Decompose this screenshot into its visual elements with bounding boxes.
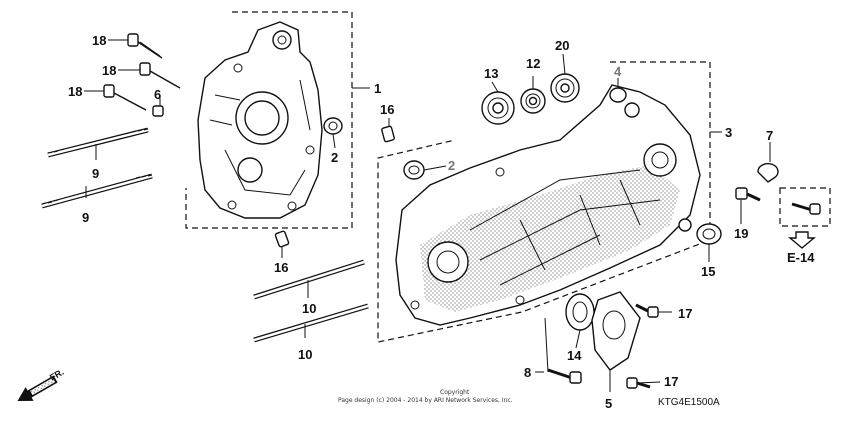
- callout-10-upper: 10: [302, 301, 316, 316]
- callout-18-lower: 18: [68, 84, 82, 99]
- front-direction-label: FR.: [48, 367, 66, 383]
- left-case-bolt-hole: [233, 63, 243, 73]
- stud-bolt-9-lower[interactable]: [41, 173, 153, 209]
- right-case-webbing: [469, 169, 661, 286]
- callout-7: 7: [766, 128, 773, 143]
- callout-18-middle: 18: [102, 63, 116, 78]
- collar-part-2-upper[interactable]: [323, 117, 343, 135]
- callout-19: 19: [734, 226, 748, 241]
- callout-2-lower: 2: [448, 158, 455, 173]
- collar-part-2-lower[interactable]: [403, 160, 425, 180]
- stud-bolt-10-upper[interactable]: [253, 259, 365, 300]
- callout-14: 14: [567, 348, 582, 363]
- callout-20: 20: [555, 38, 569, 53]
- left-crankcase-group: [185, 11, 353, 229]
- collar-part-4[interactable]: [609, 87, 627, 103]
- left-case-bolt-hole: [227, 200, 237, 210]
- bolt-18-top[interactable]: [127, 33, 163, 59]
- left-case-boss-inner: [277, 35, 287, 45]
- right-case-bolt-hole: [515, 295, 525, 305]
- collar-part-6[interactable]: [152, 105, 164, 117]
- bearing-12[interactable]: [520, 88, 546, 114]
- callout-17-upper: 17: [678, 306, 692, 321]
- left-case-dashed-outline: [185, 11, 353, 229]
- callout-4: 4: [614, 64, 622, 79]
- callout-9-upper: 9: [92, 166, 99, 181]
- stud-bolt-10-lower[interactable]: [253, 303, 369, 343]
- callout-17-lower: 17: [664, 374, 678, 389]
- right-case-crank-bore: [427, 241, 469, 283]
- stud-bolt-9-upper[interactable]: [47, 127, 149, 158]
- bolt-8[interactable]: [547, 368, 582, 384]
- leader-lines: [84, 39, 771, 392]
- callout-13: 13: [484, 66, 498, 81]
- right-case-pulley-inner: [651, 151, 669, 169]
- right-case-bolt-hole: [410, 300, 420, 310]
- right-case-boss-right: [678, 218, 692, 232]
- right-case-bolt-hole: [495, 167, 505, 177]
- reference-box: [779, 187, 831, 227]
- oil-seal-15[interactable]: [696, 223, 722, 245]
- callout-2-upper: 2: [331, 150, 338, 165]
- bolt-19[interactable]: [735, 187, 761, 202]
- copyright-line-2: Page design (c) 2004 - 2014 by ARI Netwo…: [338, 397, 513, 404]
- left-case-bearing-inner: [244, 100, 280, 136]
- callout-10-lower: 10: [298, 347, 312, 362]
- callout-16-upper: 16: [380, 102, 394, 117]
- left-case-boss: [272, 30, 292, 50]
- callout-18-top: 18: [92, 33, 106, 48]
- bearing-13[interactable]: [481, 91, 515, 125]
- bolt-18-lower[interactable]: [103, 84, 147, 111]
- right-case-crank-inner: [436, 250, 460, 274]
- reference-label: E-14: [787, 250, 815, 265]
- callout-6: 6: [154, 87, 161, 102]
- reference-arrow-icon: [788, 231, 816, 249]
- bolt-in-reference-box: [791, 202, 821, 215]
- callout-1: 1: [374, 81, 381, 96]
- left-case-rib: [209, 79, 311, 196]
- left-case-bolt-hole: [305, 145, 315, 155]
- oil-seal-14[interactable]: [565, 293, 595, 331]
- copyright-line-1: Copyright: [440, 389, 470, 396]
- dowel-pin-16-upper[interactable]: [381, 125, 395, 143]
- right-case-stipple: [420, 165, 680, 312]
- right-crankcase-group: [377, 61, 711, 343]
- clip-part-7[interactable]: [757, 162, 779, 183]
- callout-12: 12: [526, 56, 540, 71]
- right-case-dashed-outline: [377, 61, 711, 343]
- callout-3: 3: [725, 125, 732, 140]
- bolt-17-upper[interactable]: [635, 303, 659, 318]
- diagram-code: KTG4E1500A: [658, 397, 720, 408]
- bolt-18-middle[interactable]: [139, 62, 181, 89]
- cover-plate-5[interactable]: [591, 291, 641, 371]
- callout-5: 5: [605, 396, 612, 411]
- dowel-pin-16-lower[interactable]: [274, 230, 290, 248]
- bolt-17-lower[interactable]: [626, 377, 651, 389]
- left-case-lower-boss: [237, 157, 263, 183]
- left-case-bolt-hole: [287, 201, 297, 211]
- bearing-20[interactable]: [550, 73, 580, 103]
- right-case-boss-top: [624, 102, 640, 118]
- callout-15: 15: [701, 264, 715, 279]
- callout-9-lower: 9: [82, 210, 89, 225]
- front-direction-arrow-icon: [17, 375, 58, 401]
- right-case-pulley-boss: [643, 143, 677, 177]
- callout-16-lower: 16: [274, 260, 288, 275]
- callout-8: 8: [524, 365, 531, 380]
